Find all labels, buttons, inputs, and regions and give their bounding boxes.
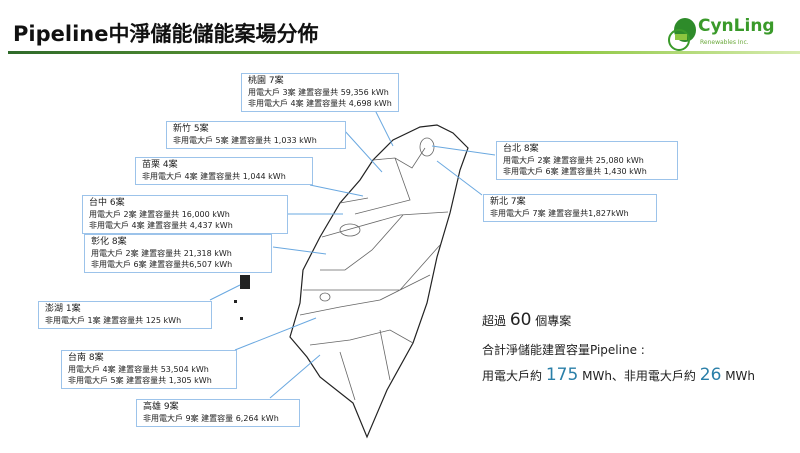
region-line: 非用電大戶 5案 建置容量共 1,033 kWh [173,136,317,145]
county-borders [299,137,449,401]
region-name: 苗栗 4案 [142,160,178,170]
region-card-taichung: 台中 6案用電大戶 2案 建置容量共 16,000 kWh 非用電大戶 4案 建置… [82,195,288,234]
region-card-hsinchu: 新竹 5案非用電大戶 5案 建置容量共 1,033 kWh [166,121,346,149]
taiwan-outline [289,124,469,439]
region-line: 非用電大戶 4案 建置容量共 4,698 kWh [248,99,392,108]
region-card-taipei: 台北 8案用電大戶 2案 建置容量共 25,080 kWh 非用電大戶 6案 建置… [496,141,678,180]
summary-text: MWh、非用電大戶約 [578,369,700,383]
region-line: 非用電大戶 9案 建置容量 6,264 kWh [143,414,279,423]
page-title: Pipeline中淨儲能儲能案場分佈 [13,22,319,46]
logo-subtitle: Renewables Inc. [700,39,749,46]
region-name: 台中 6案 [89,198,125,208]
region-name: 台南 8案 [68,353,104,363]
summary-text: MWh [721,369,756,383]
summary-text: 超過 [482,314,510,328]
region-card-penghu: 澎湖 1案非用電大戶 1案 建置容量共 125 kWh [38,301,212,329]
summary-text: 個專案 [531,314,572,328]
region-line: 非用電大戶 6案 建置容量共6,507 kWh [91,260,233,269]
region-name: 台北 8案 [503,144,539,154]
region-name: 桃園 7案 [248,76,284,86]
region-line: 非用電大戶 1案 建置容量共 125 kWh [45,316,182,325]
region-name: 新竹 5案 [173,124,209,134]
region-line: 非用電大戶 7案 建置容量共1,827kWh [490,209,629,218]
region-card-new-taipei: 新北 7案非用電大戶 7案 建置容量共1,827kWh [483,194,657,222]
region-name: 澎湖 1案 [45,304,81,314]
region-line: 用電大戶 2案 建置容量共 16,000 kWh [89,210,230,219]
region-name: 高雄 9案 [143,402,179,412]
non-large-user-mwh: 26 [699,365,722,385]
region-line: 非用電大戶 6案 建置容量共 1,430 kWh [503,167,647,176]
penghu-islands [234,275,250,320]
region-line: 非用電大戶 4案 建置容量共 4,437 kWh [89,221,233,230]
summary-projects: 超過 60 個專案 [482,310,571,330]
cynling-logo: CynLing Renewables Inc. [665,16,795,52]
region-card-kaohsiung: 高雄 9案非用電大戶 9案 建置容量 6,264 kWh [136,399,300,427]
logo-leaf-icon [668,18,696,51]
summary-text: 用電大戶約 [482,369,546,383]
region-name: 新北 7案 [490,197,526,207]
summary-capacity: 用電大戶約 175 MWh、非用電大戶約 26 MWh [482,365,755,385]
region-line: 用電大戶 2案 建置容量共 25,080 kWh [503,156,644,165]
leader-lines [209,109,496,399]
region-line: 用電大戶 4案 建置容量共 53,504 kWh [68,365,209,374]
project-count: 60 [509,310,532,330]
logo-text: CynLing [698,16,775,36]
region-line: 用電大戶 3案 建置容量共 59,356 kWh [248,88,389,97]
summary-pipeline-label: 合計淨儲能建置容量Pipeline : [482,343,645,357]
large-user-mwh: 175 [545,365,579,385]
region-line: 非用電大戶 5案 建置容量共 1,305 kWh [68,376,212,385]
region-line: 用電大戶 2案 建置容量共 21,318 kWh [91,249,232,258]
region-card-miaoli: 苗栗 4案非用電大戶 4案 建置容量共 1,044 kWh [135,157,313,185]
title-divider [8,51,800,54]
region-line: 非用電大戶 4案 建置容量共 1,044 kWh [142,172,286,181]
region-name: 彰化 8案 [91,237,127,247]
region-card-tainan: 台南 8案用電大戶 4案 建置容量共 53,504 kWh 非用電大戶 5案 建置… [61,350,237,389]
region-card-changhua: 彰化 8案用電大戶 2案 建置容量共 21,318 kWh 非用電大戶 6案 建置… [84,234,272,273]
region-card-taoyuan: 桃園 7案用電大戶 3案 建置容量共 59,356 kWh 非用電大戶 4案 建置… [241,73,399,112]
